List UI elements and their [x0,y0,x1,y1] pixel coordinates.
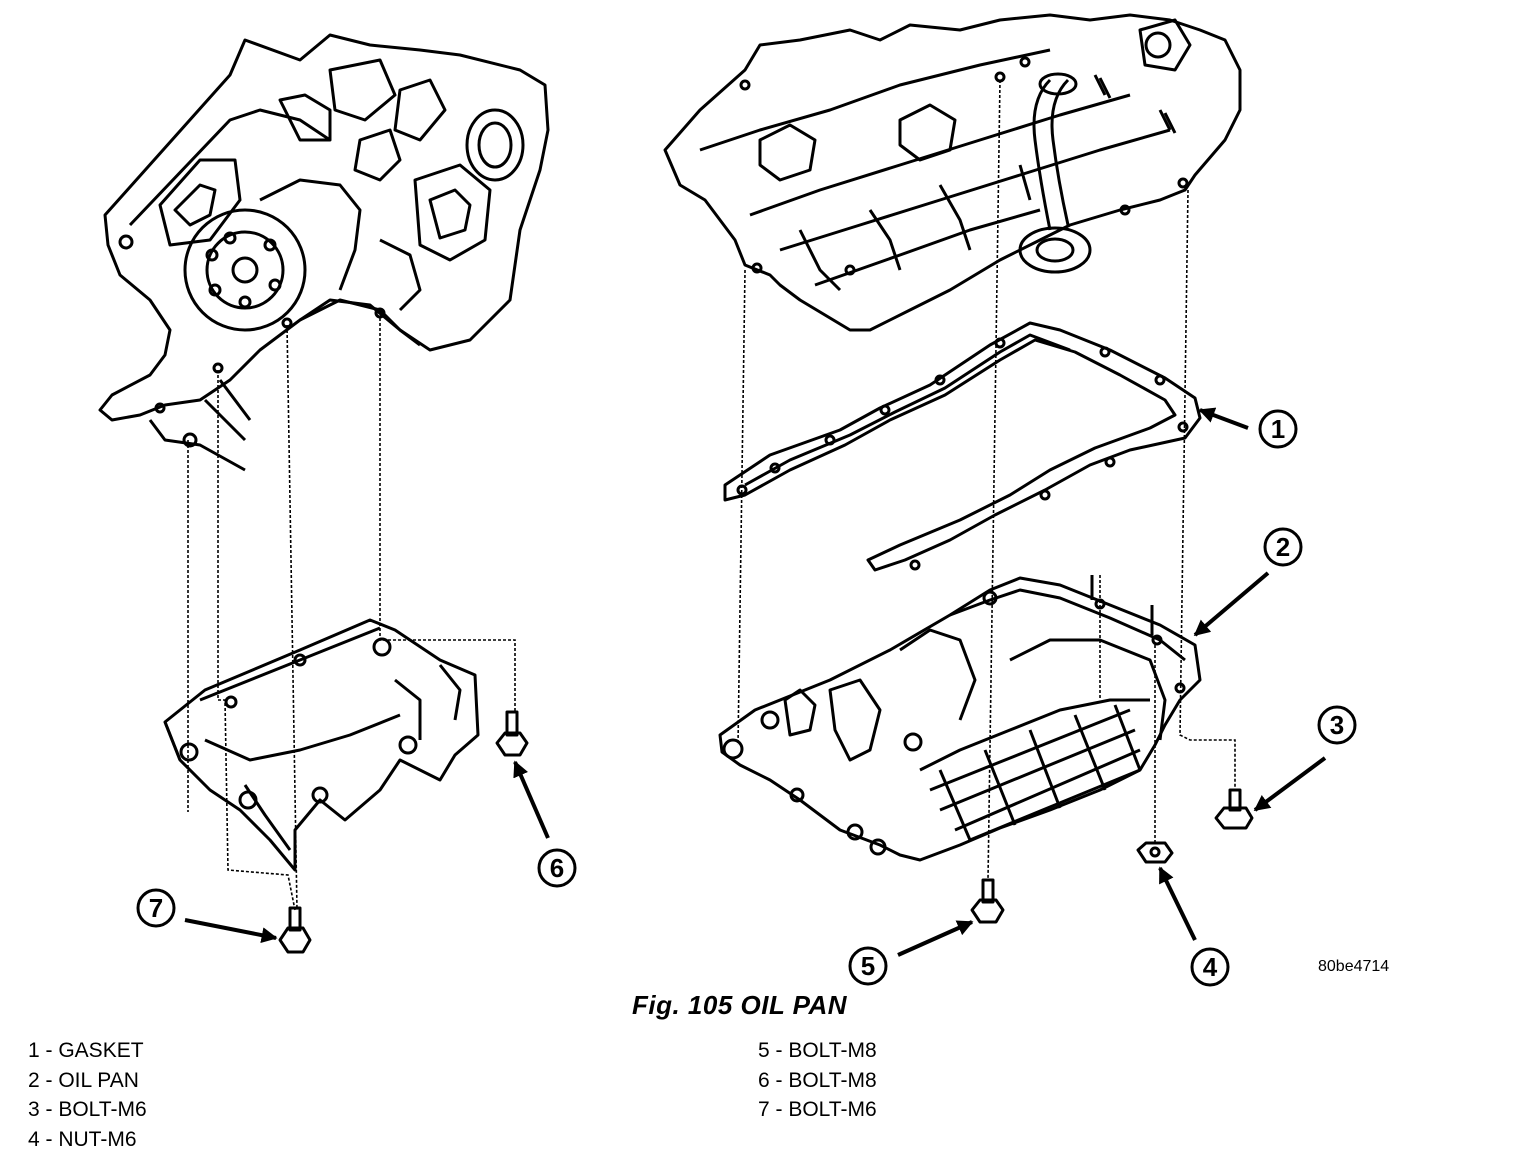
callouts: 1 2 3 4 5 6 7 [136,409,1357,987]
gasket [723,321,1202,572]
callout-5-label: 5 [861,951,875,981]
nut-m6-4 [1136,841,1174,864]
bolt-m8-6 [495,710,529,757]
callout-3-label: 3 [1330,710,1344,740]
legend-left: 1 - GASKET 2 - OIL PAN 3 - BOLT-M6 4 - N… [28,1036,147,1154]
bolt-m8-5 [970,878,1005,924]
bolt-m6-3 [1214,788,1254,830]
callout-1-label: 1 [1271,414,1285,444]
callout-4: 4 [1190,947,1230,987]
callout-6: 6 [537,848,577,888]
callout-1: 1 [1258,409,1298,449]
legend-item-bolt-m8-6: 6 - BOLT-M8 [758,1068,877,1092]
legend-item-bolt-m8-5: 5 - BOLT-M8 [758,1039,877,1062]
callout-3: 3 [1317,705,1357,745]
alignment-lines [187,79,1236,911]
right-oil-pan [718,575,1202,862]
figure-code: 80be4714 [1318,958,1390,975]
bolt-m6-7 [278,906,312,954]
legend-item-nut-m6: 4 - NUT-M6 [28,1127,137,1151]
callout-7: 7 [136,888,176,928]
left-oil-pan [163,618,480,872]
leader-arrows [184,407,1327,957]
legend-item-gasket: 1 - GASKET [28,1039,144,1062]
callout-7-label: 7 [149,893,163,923]
right-engine-block [663,13,1242,332]
callout-6-label: 6 [550,853,564,883]
legend-item-bolt-m6-3: 3 - BOLT-M6 [28,1098,147,1121]
legend-right: 5 - BOLT-M8 6 - BOLT-M8 7 - BOLT-M6 [758,1036,877,1125]
legend-item-bolt-m6-7: 7 - BOLT-M6 [758,1098,877,1121]
callout-2-label: 2 [1276,532,1290,562]
left-engine-block [98,33,550,472]
callout-2: 2 [1263,527,1303,567]
figure-caption: Fig. 105 OIL PAN [632,990,848,1020]
callout-4-label: 4 [1203,952,1218,982]
legend-item-oil-pan: 2 - OIL PAN [28,1068,139,1092]
callout-5: 5 [848,946,888,986]
